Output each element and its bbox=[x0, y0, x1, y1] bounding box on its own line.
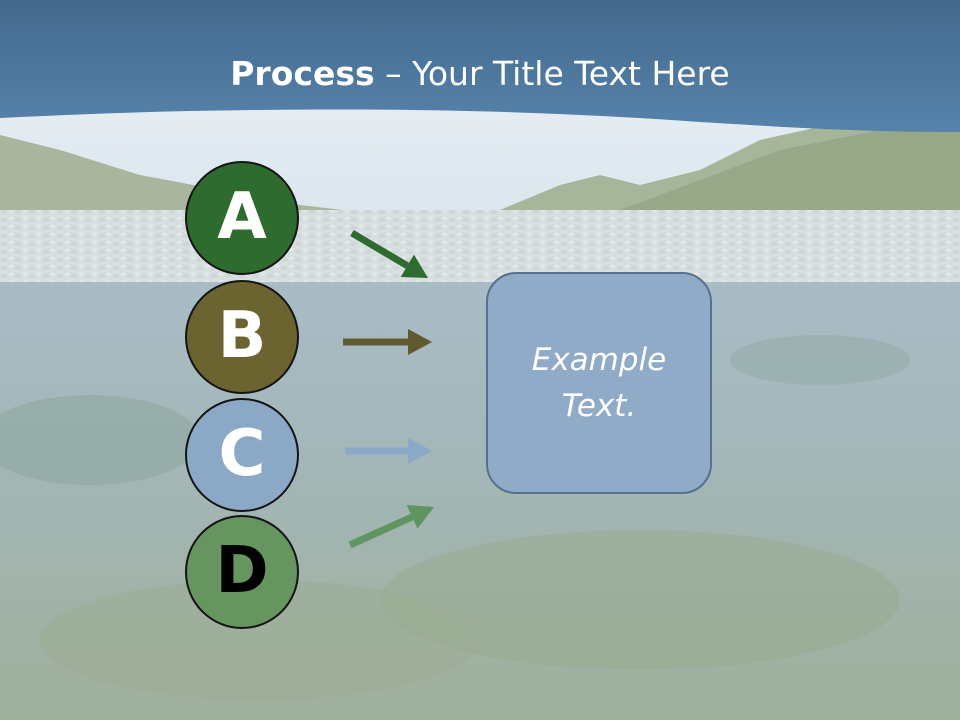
arrow-a bbox=[350, 229, 428, 278]
arrow-a-head bbox=[400, 254, 428, 278]
slide-title: Process – Your Title Text Here bbox=[0, 52, 960, 96]
arrow-d bbox=[348, 505, 434, 549]
arrow-c-head bbox=[408, 438, 432, 464]
arrow-b bbox=[343, 329, 432, 355]
title-bold: Process bbox=[230, 54, 375, 93]
step-d-letter: D bbox=[215, 534, 269, 608]
arrow-a-shaft bbox=[350, 229, 410, 269]
step-c-circle: C bbox=[185, 398, 299, 512]
step-c-letter: C bbox=[218, 417, 266, 491]
step-d-circle: D bbox=[185, 515, 299, 629]
arrow-b-head bbox=[408, 329, 432, 355]
title-rest: – Your Title Text Here bbox=[374, 54, 730, 93]
step-a-letter: A bbox=[217, 180, 267, 254]
step-b-letter: B bbox=[217, 299, 267, 373]
example-text-box: Example Text. bbox=[486, 272, 712, 494]
arrow-d-shaft bbox=[348, 513, 414, 549]
arrow-c bbox=[345, 438, 432, 464]
step-b-circle: B bbox=[185, 280, 299, 394]
arrow-d-head bbox=[406, 505, 434, 529]
step-a-circle: A bbox=[185, 161, 299, 275]
example-text: Example Text. bbox=[531, 342, 667, 424]
